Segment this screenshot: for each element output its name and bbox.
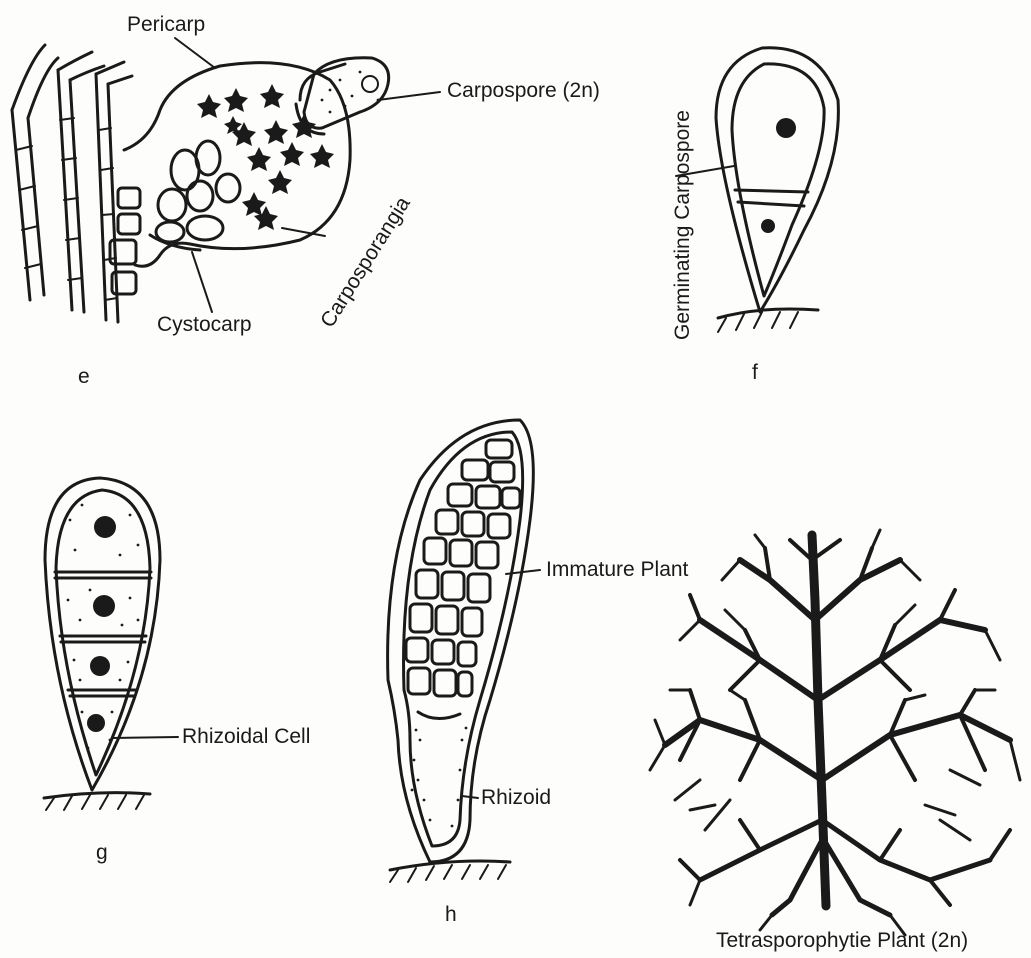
figure-h-letter: h: [445, 904, 457, 925]
cystocarp-body: [124, 63, 350, 267]
figure-g-letter: g: [96, 842, 108, 863]
figure-h-drawing: [388, 420, 540, 882]
pericarp-label: Pericarp: [127, 14, 205, 35]
figure-f-letter: f: [752, 362, 758, 383]
thallus-filaments: [12, 45, 140, 322]
immature-plant-label: Immature Plant: [546, 559, 688, 580]
pericarp-leader: [175, 38, 215, 68]
rhizoidal-cell-leader: [112, 737, 178, 738]
germinating-carpospore-label: Germinating Carpospore: [672, 110, 693, 340]
carpospore-leader: [378, 92, 440, 100]
figure-e-letter: e: [78, 366, 90, 387]
rhizoid-label: Rhizoid: [481, 787, 551, 808]
figure-e-drawing: [12, 38, 440, 322]
tetrasporophyte-plant-drawing: [650, 530, 1020, 935]
figure-g-drawing: [44, 478, 178, 810]
tetrasporophyte-plant-label: Tetrasporophytie Plant (2n): [716, 930, 968, 951]
cystocarp-label: Cystocarp: [157, 314, 252, 335]
rhizoid-leader: [462, 796, 478, 798]
carpospore-label: Carpospore (2n): [447, 80, 600, 101]
cystocarp-leader: [192, 252, 212, 312]
figure-f-drawing: [676, 48, 838, 332]
rhizoidal-cell-label: Rhizoidal Cell: [182, 726, 310, 747]
